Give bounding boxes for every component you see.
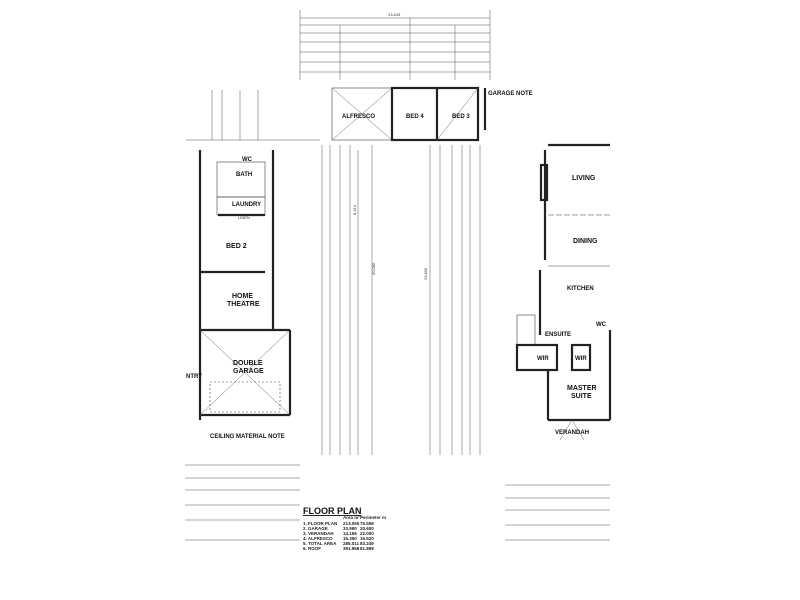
room-label-dining: DINING <box>573 238 598 245</box>
row-area: 14.156 <box>343 531 357 536</box>
row-name: 3. VERANDAH <box>303 531 334 536</box>
table-row: 6. ROOF 391.968 81.899 <box>303 546 374 551</box>
room-label-kitchen: KITCHEN <box>567 286 594 292</box>
table-row: 2. GARAGE 33.990 20.600 <box>303 526 374 531</box>
room-label-garage: GARAGE <box>233 368 264 375</box>
row-perimeter: 22.000 <box>360 531 374 536</box>
room-label-bed4: BED 4 <box>406 114 424 120</box>
row-name: 5. TOTAL AREA <box>303 541 337 546</box>
bottom-dimensions <box>185 464 610 541</box>
room-label-wir-2: WIR <box>575 356 587 362</box>
right-depth-label: 23,800 <box>423 267 428 280</box>
middle-depth-label: 20,085 <box>371 262 376 275</box>
room-label-suite: SUITE <box>571 393 592 400</box>
room-label-ensuite: ENSUITE <box>545 332 571 338</box>
table-header-area: Area m² <box>343 515 360 520</box>
garage-note-label: GARAGE NOTE <box>488 91 533 97</box>
room-label-living: LIVING <box>572 175 596 182</box>
room-label-master: MASTER <box>567 385 597 392</box>
middle-dimensions: 8,410 20,085 23,800 <box>321 145 481 455</box>
table-row: 1. FLOOR PLAN 213.055 75.558 <box>303 521 374 526</box>
top-dimensions: 13,643 <box>299 10 491 80</box>
table-header-perimeter: Perimeter m <box>360 515 386 520</box>
room-label-wc-left: WC <box>242 157 253 163</box>
floor-plan-area-table: FLOOR PLAN Area m² Perimeter m 1. FLOOR … <box>303 506 386 551</box>
row-perimeter: 75.558 <box>360 521 374 526</box>
row-perimeter: 81.899 <box>360 546 374 551</box>
row-name: 2. GARAGE <box>303 526 328 531</box>
row-area: 285.011 <box>343 541 360 546</box>
overall-width-label: 13,643 <box>388 12 401 17</box>
room-label-bath: BATH <box>236 172 252 178</box>
room-label-theatre: THEATRE <box>227 301 260 308</box>
table-row: 4. ALFRESCO 15.350 16.520 <box>303 536 374 541</box>
room-label-bed2: BED 2 <box>226 243 247 250</box>
left-depth-label: 8,410 <box>352 204 357 215</box>
row-name: 6. ROOF <box>303 546 321 551</box>
room-label-laundry: LAUNDRY <box>232 202 261 208</box>
room-label-verandah: VERANDAH <box>555 430 589 436</box>
left-wing: WC BATH LAUNDRY LINEN BED 2 HOME THEATRE… <box>186 90 320 440</box>
room-label-home: HOME <box>232 293 253 300</box>
table-row: 5. TOTAL AREA 285.011 83.249 <box>303 541 374 546</box>
row-area: 33.990 <box>343 526 357 531</box>
room-label-double: DOUBLE <box>233 360 263 367</box>
row-perimeter: 16.520 <box>360 536 374 541</box>
ceiling-material-note: CEILING MATERIAL NOTE <box>210 434 285 440</box>
room-label-entry: NTRY <box>186 374 202 380</box>
room-label-wc-right: WC <box>596 322 607 328</box>
table-row: 3. VERANDAH 14.156 22.000 <box>303 531 374 536</box>
row-area: 391.968 <box>343 546 360 551</box>
right-wing: LIVING DINING KITCHEN ENSUITE WIR WIR WC… <box>515 143 612 441</box>
row-name: 4. ALFRESCO <box>303 536 333 541</box>
room-label-alfresco: ALFRESCO <box>342 114 375 120</box>
top-wing: ALFRESCO BED 4 BED 3 GARAGE NOTE <box>331 86 533 142</box>
row-perimeter: 20.600 <box>360 526 374 531</box>
row-area: 15.350 <box>343 536 357 541</box>
room-label-wir-1: WIR <box>537 356 549 362</box>
table-title: FLOOR PLAN <box>303 506 362 516</box>
row-area: 213.055 <box>343 521 360 526</box>
row-perimeter: 83.249 <box>360 541 374 546</box>
room-label-linen: LINEN <box>238 215 250 220</box>
row-name: 1. FLOOR PLAN <box>303 521 337 526</box>
room-label-bed3: BED 3 <box>452 114 470 120</box>
